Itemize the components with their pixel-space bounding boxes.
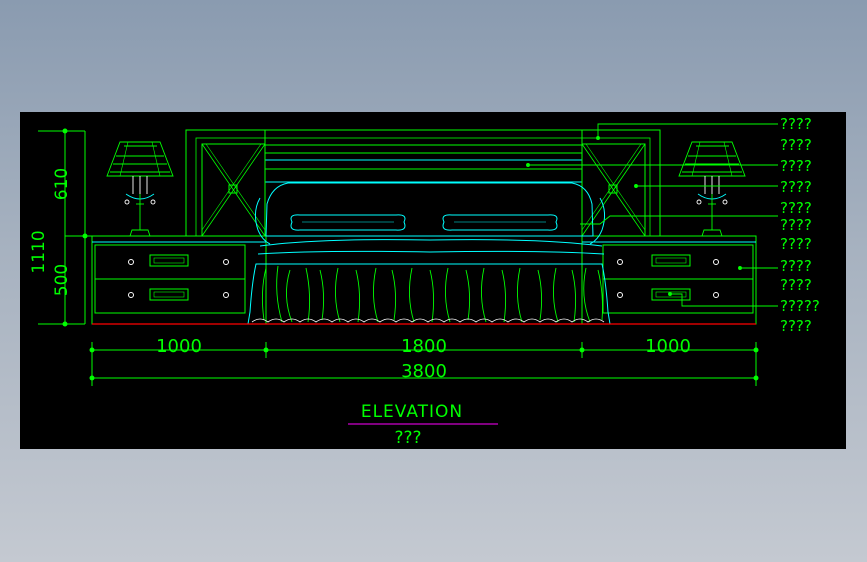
annotation-label: ???? [780, 199, 812, 217]
annotation-labels: ???? ???? ???? ???? ???? ???? ???? ???? … [780, 115, 820, 335]
annotation-label: ???? [780, 216, 812, 234]
dim-center-width: 1800 [401, 336, 447, 357]
bed-skirt-hem [251, 318, 605, 323]
dim-lower-height: 500 [52, 264, 72, 296]
lamp-left [106, 141, 174, 237]
vertical-dimensions [38, 128, 92, 327]
dim-right-width: 1000 [645, 336, 691, 357]
annotation-label: ???? [780, 257, 812, 275]
lamp-right [678, 141, 746, 237]
dim-left-width: 1000 [156, 336, 202, 357]
annotation-label: ???? [780, 136, 812, 154]
dim-upper-height: 610 [52, 168, 72, 200]
nightstand-left [91, 235, 267, 325]
annotation-label: ???? [780, 115, 812, 133]
annotation-label: ???? [780, 276, 812, 294]
elevation-drawing: 1110 610 500 [29, 115, 820, 448]
annotation-label: ???? [780, 157, 812, 175]
cad-viewport[interactable]: 1110 610 500 [20, 112, 846, 449]
bed [247, 182, 611, 325]
annotation-label: ???? [780, 235, 812, 253]
annotation-label: ????? [780, 297, 820, 315]
drawing-title: ELEVATION [361, 402, 463, 422]
dim-total-height: 1110 [29, 230, 49, 273]
drawing-subtitle: ??? [394, 428, 421, 448]
horizontal-dimensions [89, 342, 759, 386]
pillow-right [442, 214, 558, 231]
dim-overall-width: 3800 [401, 361, 447, 382]
bed-skirt-folds [261, 265, 603, 323]
annotation-label: ???? [780, 178, 812, 196]
annotation-leaders [526, 123, 778, 307]
pillow-left [290, 214, 406, 231]
annotation-label: ???? [780, 317, 812, 335]
